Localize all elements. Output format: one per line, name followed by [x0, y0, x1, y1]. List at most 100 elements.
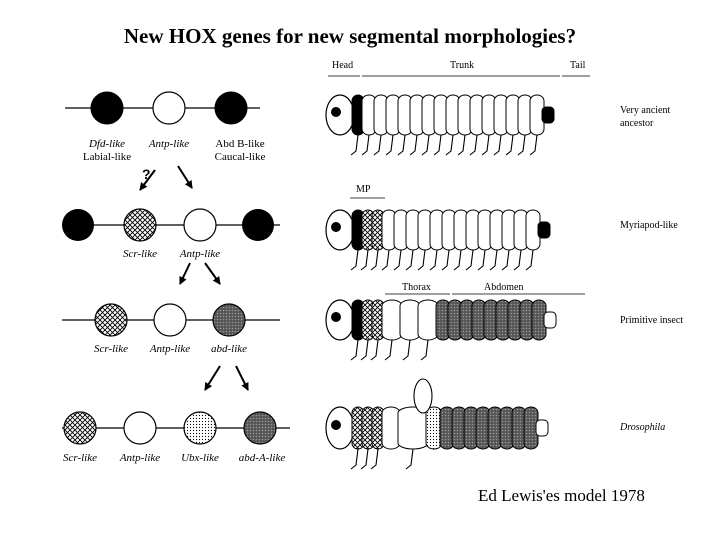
- label-abdomen: Abdomen: [484, 282, 523, 293]
- region-labels: Head Trunk Tail MP Thorax Abdomen: [328, 60, 590, 295]
- leg: [409, 134, 418, 156]
- gene-label: Scr-like: [94, 343, 128, 355]
- body-segment: [381, 299, 403, 341]
- leg: [385, 134, 394, 156]
- leg: [421, 134, 430, 156]
- leg: [350, 249, 359, 271]
- gene-label: Antp-like: [148, 138, 189, 150]
- gene-label: abd-A-like: [239, 452, 286, 464]
- tail: [543, 311, 557, 329]
- leg: [513, 249, 522, 271]
- leg: [465, 249, 474, 271]
- leg: [384, 339, 393, 361]
- gene-dfd: [90, 91, 124, 125]
- leg: [445, 134, 454, 156]
- credit: Ed Lewis'es model 1978: [478, 486, 645, 505]
- gene-antp: [123, 411, 157, 445]
- leg: [525, 249, 534, 271]
- leg: [350, 134, 359, 156]
- gene-label: Antp-like: [149, 343, 190, 355]
- leg: [393, 249, 402, 271]
- eye: [331, 222, 341, 232]
- label-head: Head: [332, 60, 353, 71]
- organism-label: Primitive insect: [620, 315, 683, 326]
- leg: [373, 134, 382, 156]
- leg: [370, 448, 379, 470]
- label-tail: Tail: [570, 60, 586, 71]
- gene-label: Labial-like: [83, 151, 131, 163]
- leg: [381, 249, 390, 271]
- organism-label: Drosophila: [619, 422, 665, 433]
- gene-scr: [94, 303, 128, 337]
- organism-label: ancestor: [620, 118, 654, 129]
- label-mp: MP: [356, 184, 371, 195]
- gene-row-myriapod: Scr-like Antp-like: [62, 208, 280, 260]
- arrows-1: ?: [139, 165, 193, 191]
- leg: [441, 249, 450, 271]
- leg: [469, 134, 478, 156]
- gene-label: Ubx-like: [181, 452, 219, 464]
- body-segment: [381, 406, 401, 450]
- eye: [331, 420, 341, 430]
- leg: [489, 249, 498, 271]
- gene-abda: [243, 411, 277, 445]
- leg: [481, 134, 490, 156]
- leg: [405, 448, 414, 470]
- gene-antp: [153, 303, 187, 337]
- gene-row-ancestor: Dfd-like Labial-like Antp-like Abd B-lik…: [65, 91, 266, 163]
- wing: [413, 378, 433, 414]
- arrows-2: [179, 262, 221, 285]
- leg: [360, 339, 369, 361]
- organism-label: Myriapod-like: [620, 220, 678, 231]
- gene-label: Caucal-like: [215, 151, 266, 163]
- leg: [505, 134, 514, 156]
- leg: [453, 249, 462, 271]
- leg: [501, 249, 510, 271]
- leg: [420, 339, 429, 361]
- leg: [433, 134, 442, 156]
- gene-antp: [183, 208, 217, 242]
- slide-title: New HOX genes for new segmental morpholo…: [123, 24, 577, 48]
- leg: [429, 249, 438, 271]
- leg: [350, 339, 359, 361]
- leg: [361, 134, 370, 156]
- leg: [350, 448, 359, 470]
- body-segment: [417, 299, 439, 341]
- leg: [370, 249, 379, 271]
- gene-posterior: [242, 209, 274, 241]
- gene-label: Antp-like: [179, 248, 220, 260]
- gene-abd: [212, 303, 246, 337]
- gene-scr: [63, 411, 97, 445]
- leg: [529, 134, 538, 156]
- tail: [537, 221, 551, 239]
- gene-ubx: [183, 411, 217, 445]
- leg: [457, 134, 466, 156]
- segmented-animals: [325, 94, 557, 470]
- tail: [541, 106, 555, 124]
- gene-label: Scr-like: [123, 248, 157, 260]
- eye: [331, 312, 341, 322]
- leg: [360, 448, 369, 470]
- organism-label: Very ancient: [620, 105, 670, 116]
- leg: [370, 339, 379, 361]
- tail: [535, 419, 549, 437]
- leg: [417, 249, 426, 271]
- leg: [493, 134, 502, 156]
- gene-row-drosophila: Scr-like Antp-like Ubx-like abd-A-like: [62, 411, 290, 464]
- gene-abdb: [214, 91, 248, 125]
- gene-label: Scr-like: [63, 452, 97, 464]
- gene-row-primitive-insect: Scr-like Antp-like abd-like: [62, 303, 280, 355]
- body-segment: [399, 299, 421, 341]
- label-trunk: Trunk: [450, 60, 474, 71]
- arrows-3: [204, 365, 249, 391]
- leg: [517, 134, 526, 156]
- eye: [331, 107, 341, 117]
- gene-label: abd-like: [211, 343, 247, 355]
- gene-anterior: [62, 209, 94, 241]
- gene-scr: [123, 208, 157, 242]
- gene-label: Abd B-like: [215, 138, 264, 150]
- gene-antp: [152, 91, 186, 125]
- gene-label: Dfd-like: [88, 138, 125, 150]
- label-thorax: Thorax: [402, 282, 431, 293]
